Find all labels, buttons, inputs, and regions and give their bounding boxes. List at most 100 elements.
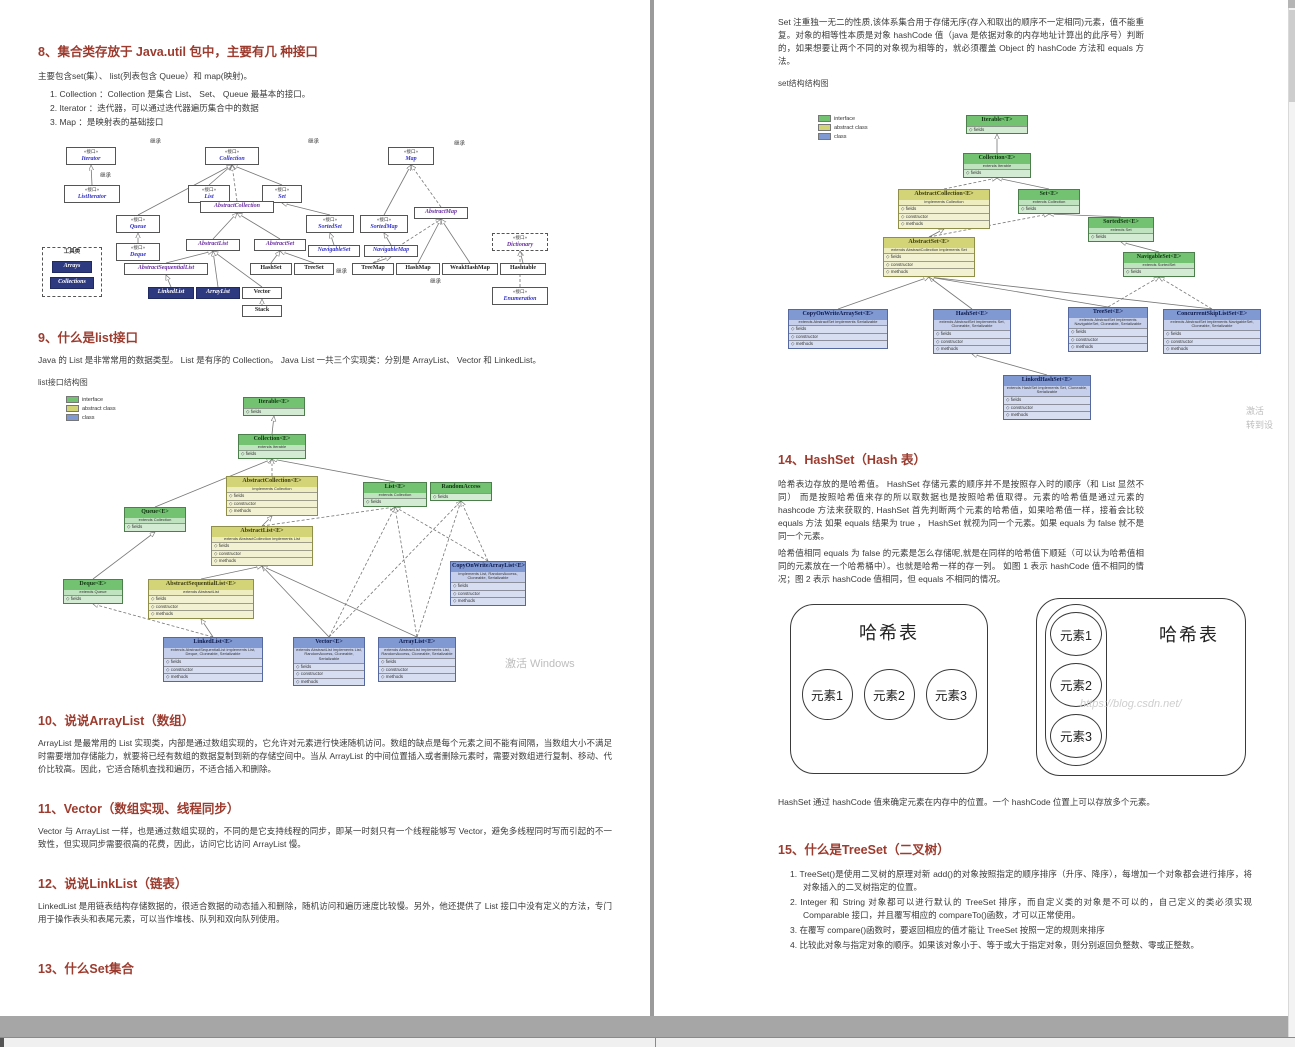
- uml-box-hashset: HashSet: [250, 263, 292, 275]
- uml-box-treeset: TreeSet<E>extends AbstractSet implements…: [1068, 307, 1148, 352]
- uml-box-abstractmap: AbstractMap: [414, 207, 468, 219]
- uml-box-arraylist: ArrayList: [196, 287, 240, 299]
- hash-element: 元素2: [863, 669, 915, 720]
- uml-box-vector: Vector: [242, 287, 282, 299]
- uml-box-cowset: CopyOnWriteArraySet<E>extends AbstractSe…: [788, 309, 888, 349]
- scrollbar-thumb[interactable]: [1289, 10, 1295, 102]
- legend-swatch: [66, 414, 79, 421]
- page-separator: [650, 0, 654, 1016]
- uml-box-collection: Collection<E>extends Iterable◇ fields: [963, 153, 1031, 178]
- uml-box-navigableset: NavigableSet<E>extends SortedSet◇ fields: [1123, 252, 1195, 277]
- section-10-title: 10、说说ArrayList（数组）: [38, 714, 195, 728]
- uml-box-abstractcollection: AbstractCollection<E>implements Collecti…: [898, 189, 990, 229]
- list-item: 1. Collection ：Collection 是集合 List、 Set、…: [50, 89, 311, 99]
- uml-box-list: List<E>extends Collection◇ fields: [363, 482, 427, 507]
- section-14-paragraph-1: 哈希表边存放的是哈希值。 HashSet 存储元素的顺序并不是按照存入时的顺序（…: [778, 479, 1144, 541]
- uml-box-iterator: «接口»Iterator: [66, 147, 116, 165]
- uml-box-collections_util: Collections: [50, 277, 94, 289]
- section-8-list: 1. Collection ：Collection 是集合 List、 Set、…: [38, 87, 612, 129]
- uml-box-randomaccess: RandomAccess◇ fields: [430, 482, 492, 501]
- hash-table-label: 哈希表: [1159, 625, 1219, 645]
- uml-box-map: «接口»Map: [388, 147, 434, 165]
- uml-box-queue: Queue<E>extends Collection◇ fields: [124, 507, 186, 532]
- uml-box-linkedlist: LinkedList<E>extends AbstractSequentialL…: [163, 637, 263, 682]
- section-9-title: 9、什么是list接口: [38, 331, 139, 345]
- hash-element: 元素3: [925, 669, 977, 720]
- set-intro-paragraph: Set 注重独一无二的性质,该体系集合用于存储无序(存入和取出的顺序不一定相同)…: [778, 17, 1144, 66]
- legend-swatch: [818, 124, 831, 131]
- uml-box-iterable: Iterable<E>◇ fields: [243, 397, 305, 416]
- list-item: 2. Integer 和 String 对象都可以进行默认的 TreeSet 排…: [790, 897, 1252, 920]
- uml-box-dictionary: «接口»Dictionary: [492, 233, 548, 251]
- uml-box-enumeration: «接口»Enumeration: [492, 287, 548, 305]
- blog-url-watermark: https://blog.csdn.net/: [1080, 698, 1182, 710]
- inheritance-label: 继承: [430, 279, 442, 285]
- section-12-paragraph: LinkedList 是用链表结构存储数据的，很适合数据的动态插入和删除，随机访…: [38, 901, 612, 924]
- legend-swatch: [818, 115, 831, 122]
- uml-box-stack: Stack: [242, 305, 282, 317]
- uml-box-sortedmap: «接口»SortedMap: [360, 215, 408, 233]
- uml-box-asl: AbstractSequentialList<E>extends Abstrac…: [148, 579, 254, 619]
- status-bar-notch: [0, 1038, 4, 1047]
- section-15-list: 1. TreeSet()是使用二叉树的原理对新 add()的对象按照指定的顺序排…: [778, 868, 1252, 952]
- page-right: Set 注重独一无二的性质,该体系集合用于存储无序(存入和取出的顺序不一定相同)…: [654, 0, 1288, 1016]
- uml-box-treemap: TreeMap: [352, 263, 394, 275]
- list-item: 3. Map ：是映射表的基础接口: [50, 117, 164, 127]
- uml-box-navigablemap: NavigableMap: [364, 245, 418, 257]
- uml-box-treeset: TreeSet: [294, 263, 334, 275]
- section-10-paragraph: ArrayList 是最常用的 List 实现类，内部是通过数组实现的，它允许对…: [38, 738, 612, 774]
- uml-box-iterable: Iterable<T>◇ fields: [966, 115, 1028, 134]
- inheritance-label: 继承: [150, 139, 162, 145]
- uml-box-weakhashmap: WeakHashMap: [442, 263, 498, 275]
- uml-box-abstractlist: AbstractList: [186, 239, 240, 251]
- uml-box-abstractset: AbstractSet<E>extends AbstractCollection…: [883, 237, 975, 277]
- hash-element: 元素2: [1050, 662, 1102, 707]
- hash-table-figure-2: 元素1 元素2 元素3 哈希表: [1036, 598, 1246, 776]
- watermark-line: 激活: [1246, 406, 1265, 416]
- hash-table-label: 哈希表: [859, 623, 919, 643]
- uml-box-cow: CopyOnWriteArrayList<E>implements List, …: [450, 561, 526, 606]
- activate-windows-watermark: 激活 Windows: [505, 658, 575, 670]
- uml-box-deque: «接口»Deque: [116, 243, 160, 261]
- uml-box-abstractlist: AbstractList<E>extends AbstractCollectio…: [211, 526, 313, 566]
- scrollbar[interactable]: [1288, 0, 1295, 1037]
- section-14-title: 14、HashSet（Hash 表）: [778, 453, 926, 467]
- uml-box-collection: Collection<E>extends Iterable◇ fields: [238, 434, 306, 459]
- uml-box-listiterator: «接口»ListIterator: [64, 185, 120, 203]
- section-14-footer: HashSet 通过 hashCode 值来确定元素在内存中的位置。一个 has…: [778, 797, 1155, 807]
- uml-box-csls: ConcurrentSkipListSet<E>extends Abstract…: [1163, 309, 1261, 354]
- uml-box-collection: «接口»Collection: [205, 147, 259, 165]
- uml-box-deque: Deque<E>extends Queue◇ fields: [63, 579, 123, 604]
- inheritance-label: 继承: [100, 173, 112, 179]
- uml-box-arrays: Arrays: [52, 261, 92, 273]
- watermark-line: 转到设: [1246, 420, 1274, 430]
- list-item: 3. 在覆写 compare()函数时，要返回相应的值才能让 TreeSet 按…: [790, 925, 1105, 935]
- uml-box-navigableset: NavigableSet: [308, 245, 360, 257]
- uml-box-abstractcollection: AbstractCollection<E>implements Collecti…: [226, 476, 318, 516]
- inheritance-label: 继承: [454, 141, 466, 147]
- activate-windows-watermark: 激活 转到设: [1246, 404, 1273, 432]
- page-left: 8、集合类存放于 Java.util 包中，主要有几 种接口 主要包含set(集…: [0, 0, 650, 1016]
- uml-box-sortedset: SortedSet<E>extends Set◇ fields: [1088, 217, 1154, 242]
- hash-elements-row: 元素1 元素2 元素3: [791, 669, 987, 720]
- list-diagram-caption: list接口结构图: [38, 378, 88, 387]
- scroll-up-button[interactable]: [1288, 0, 1295, 8]
- section-11-title: 11、Vector（数组实现、线程同步）: [38, 802, 240, 816]
- uml-box-hashmap: HashMap: [396, 263, 440, 275]
- hash-element: 元素3: [1050, 713, 1102, 758]
- uml-box-abstractset: AbstractSet: [254, 239, 306, 251]
- section-13-title: 13、什么Set集合: [38, 962, 134, 976]
- status-bar: [0, 1037, 1295, 1047]
- uml-box-queue: «接口»Queue: [116, 215, 160, 233]
- section-11-paragraph: Vector 与 ArrayList 一样，也是通过数组实现的，不同的是它支持线…: [38, 826, 612, 849]
- inheritance-label: 继承: [308, 139, 320, 145]
- section-14-paragraph-2: 哈希值相同 equals 为 false 的元素是怎么存储呢,就是在同样的哈希值…: [778, 548, 1144, 584]
- uml-box-set: Set<E>extends Collection◇ fields: [1018, 189, 1080, 214]
- uml-box-sortedset: «接口»SortedSet: [306, 215, 354, 233]
- hashset-figures: 哈希表 元素1 元素2 元素3 元素1 元素2 元素3 哈希表: [778, 598, 1248, 780]
- legend-swatch: [66, 396, 79, 403]
- uml-box-linkedhashset: LinkedHashSet<E>extends HashSet implemen…: [1003, 375, 1091, 420]
